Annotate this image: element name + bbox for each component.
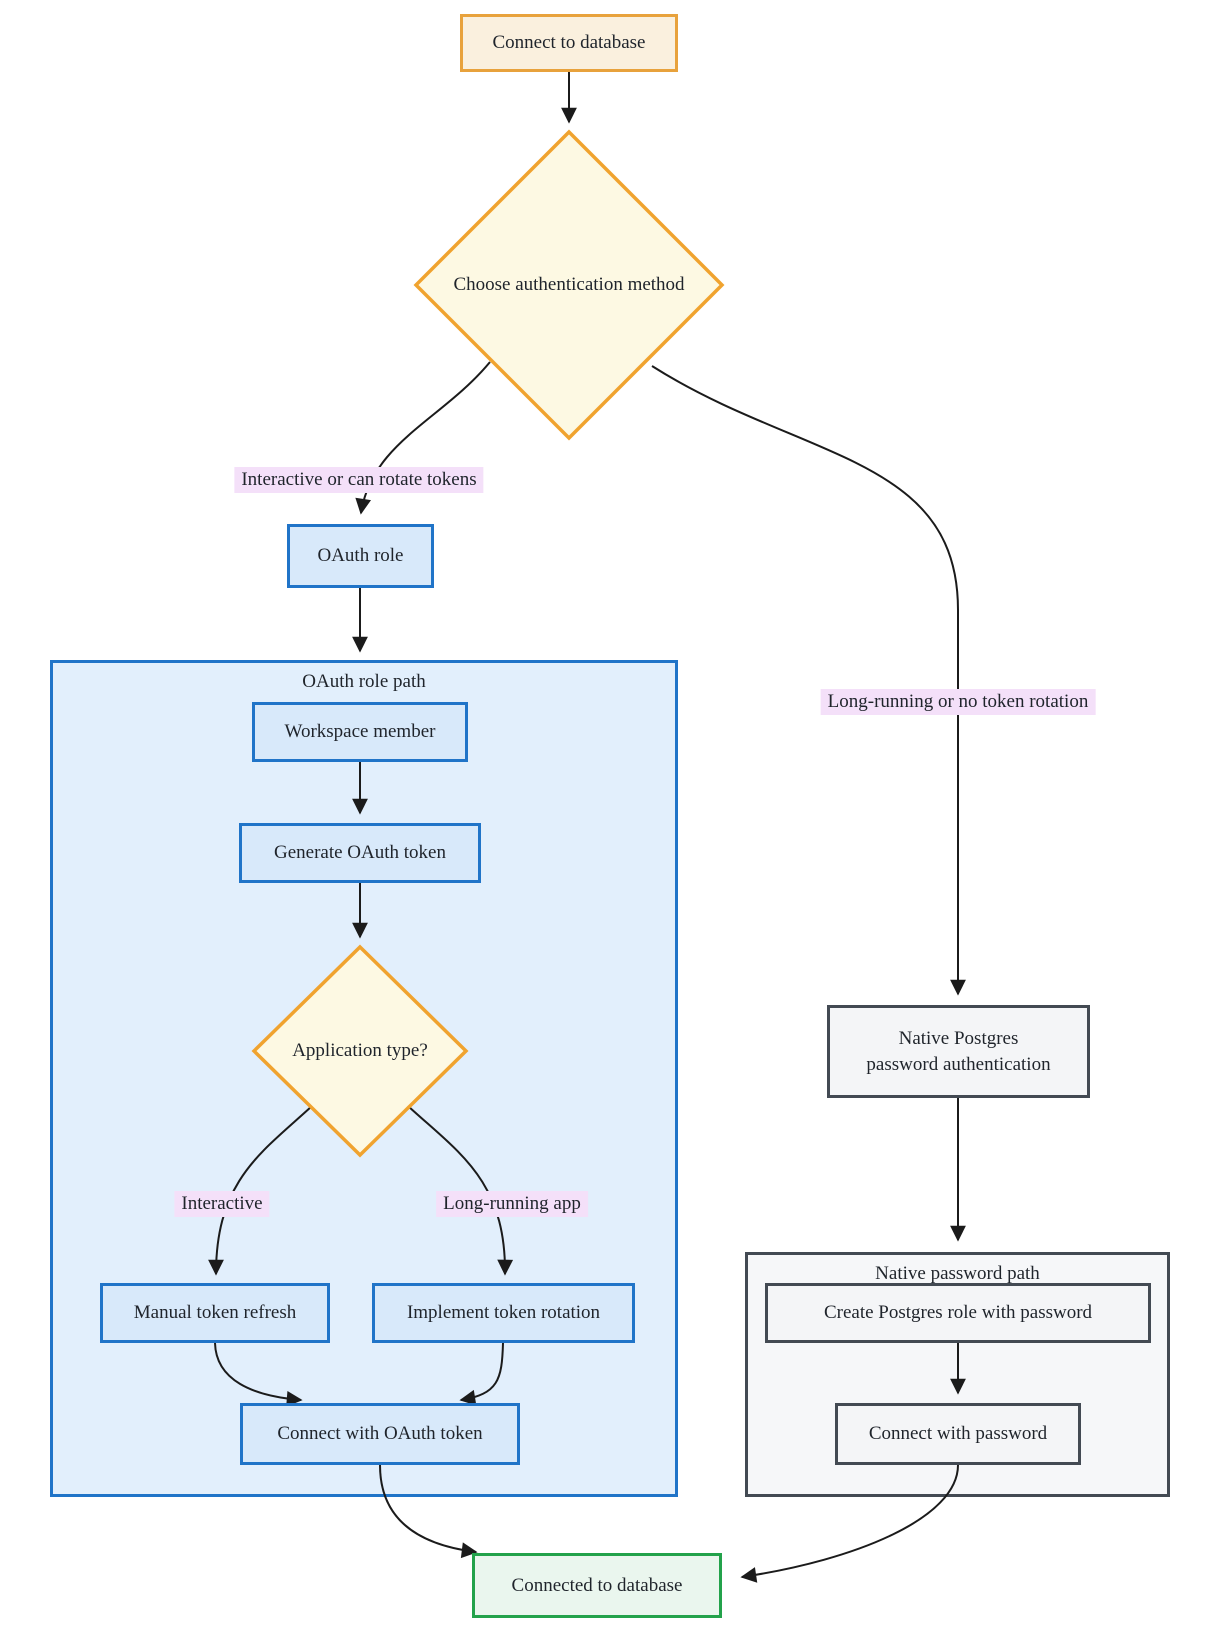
node-generate-oauth-token: Generate OAuth token xyxy=(239,823,481,883)
edge-label-long-running-or-no-rotation: Long-running or no token rotation xyxy=(820,689,1096,715)
node-native-postgres-auth: Native Postgres password authentication xyxy=(827,1005,1090,1098)
decision-choose-auth-label: Choose authentication method xyxy=(453,274,685,295)
node-oauth-role: OAuth role xyxy=(287,524,434,588)
edge-apptype-to-rotation xyxy=(407,1105,514,1276)
edge-label-long-running-app: Long-running app xyxy=(436,1191,588,1217)
edge-connect-pw-to-connected xyxy=(740,1464,959,1583)
node-manual-token-refresh: Manual token refresh xyxy=(100,1283,330,1343)
edge-manual-to-connect-oauth xyxy=(214,1342,303,1407)
edge-label-interactive-or-rotate: Interactive or can rotate tokens xyxy=(234,467,484,493)
subgraph-oauth-role-path-title: OAuth role path xyxy=(302,671,426,692)
node-connect-to-database: Connect to database xyxy=(460,14,678,72)
node-connect-with-password: Connect with password xyxy=(835,1403,1081,1465)
edge-decision-to-native-auth xyxy=(651,365,966,996)
node-connect-with-oauth-token: Connect with OAuth token xyxy=(240,1403,520,1465)
node-connected-to-database: Connected to database xyxy=(472,1553,722,1618)
edge-connect-oauth-to-connected xyxy=(379,1464,478,1559)
edge-apptype-to-manual xyxy=(208,1105,313,1276)
subgraph-native-password-path-title: Native password path xyxy=(875,1263,1040,1284)
node-workspace-member: Workspace member xyxy=(252,702,468,762)
decision-choose-auth-shape xyxy=(413,129,725,441)
node-native-postgres-auth-line2: password authentication xyxy=(866,1053,1051,1075)
decision-application-type-shape xyxy=(251,944,469,1158)
edge-label-interactive: Interactive xyxy=(174,1191,270,1217)
decision-application-type-label: Application type? xyxy=(292,1040,428,1061)
node-native-postgres-auth-line1: Native Postgres xyxy=(898,1027,1019,1049)
node-implement-token-rotation: Implement token rotation xyxy=(372,1283,635,1343)
edge-rotation-to-connect-oauth xyxy=(459,1342,504,1406)
node-create-postgres-role: Create Postgres role with password xyxy=(765,1283,1151,1343)
